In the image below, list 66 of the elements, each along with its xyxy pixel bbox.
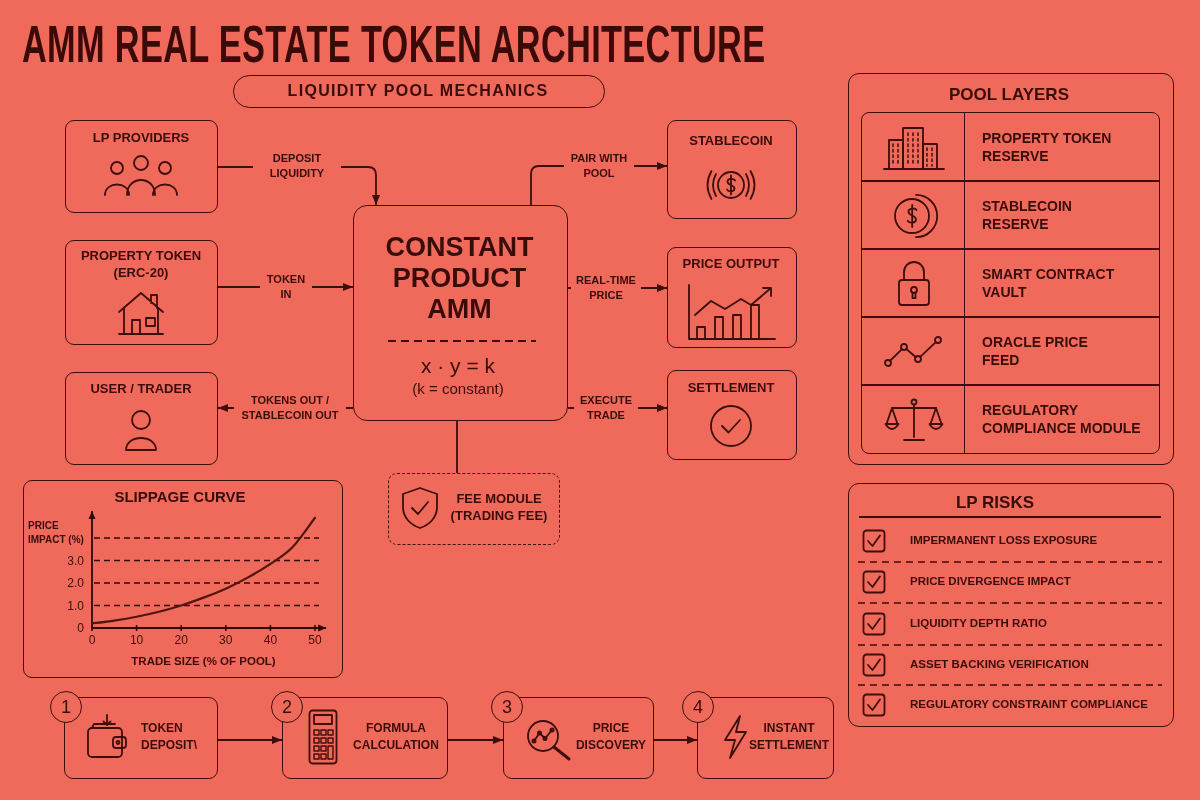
panel-title: POOL LAYERS bbox=[949, 84, 1069, 106]
layer-row bbox=[861, 248, 1160, 318]
edge-label: DEPOSIT LIQUIDITY bbox=[253, 151, 341, 181]
diagram-title: AMM REAL ESTATE TOKEN ARCHITECTURE bbox=[22, 14, 766, 74]
layer-label: REGULATORY COMPLIANCE MODULE bbox=[982, 400, 1142, 438]
tick-label: 30 bbox=[219, 633, 233, 647]
layer-label: PROPERTY TOKEN RESERVE bbox=[982, 128, 1113, 166]
risk-item: REGULATORY CONSTRAINT COMPLIANCE bbox=[910, 698, 1148, 712]
box-title: PRICE OUTPUT bbox=[682, 255, 780, 273]
risk-item: ASSET BACKING VERIFICATION bbox=[910, 658, 1089, 672]
tick-label: 1.0 bbox=[67, 598, 84, 613]
box-title: SETTLEMENT bbox=[687, 379, 775, 397]
tick-label: 10 bbox=[129, 633, 144, 647]
formula-text: x · y = k bbox=[420, 353, 496, 379]
step-label: INSTANT SETTLEMENT bbox=[748, 720, 830, 754]
arrow bbox=[447, 736, 504, 744]
section-subtitle: LIQUIDITY POOL MECHANICS bbox=[287, 81, 549, 101]
layer-label: SMART CONTRACT VAULT bbox=[982, 264, 1116, 302]
risk-item: IMPERMANENT LOSS EXPOSURE bbox=[910, 534, 1098, 548]
panel-title: LP RISKS bbox=[955, 492, 1035, 514]
box-title: CONSTANT PRODUCT AMM bbox=[384, 231, 535, 325]
layer-row bbox=[861, 384, 1160, 454]
connector-line bbox=[456, 420, 458, 474]
panel-title: SLIPPAGE CURVE bbox=[114, 488, 246, 506]
tick-label: 50 bbox=[308, 633, 322, 647]
axis-title: PRICE IMPACT (%) bbox=[28, 518, 85, 546]
box-title: PROPERTY TOKEN (ERC-20) bbox=[79, 248, 203, 282]
process-box bbox=[667, 247, 797, 348]
risk-item: LIQUIDITY DEPTH RATIO bbox=[910, 617, 1047, 631]
tick-label: 20 bbox=[174, 633, 188, 647]
dashed-box bbox=[388, 473, 560, 545]
layer-label: STABLECOIN RESERVE bbox=[982, 196, 1073, 234]
risk-item: PRICE DIVERGENCE IMPACT bbox=[910, 575, 1071, 589]
box-title: USER / TRADER bbox=[90, 380, 192, 398]
axis-title: TRADE SIZE (% OF POOL) bbox=[131, 655, 276, 667]
step-number: 1 bbox=[50, 691, 82, 723]
step-label: PRICE DISCOVERY bbox=[574, 720, 648, 754]
step-number: 3 bbox=[491, 691, 523, 723]
box-title: LP PROVIDERS bbox=[92, 129, 190, 147]
tick-label: 40 bbox=[263, 633, 278, 647]
box-title: FEE MODULE (TRADING FEE) bbox=[449, 491, 549, 525]
process-box bbox=[667, 120, 797, 219]
step-label: FORMULA CALCULATION bbox=[352, 720, 440, 754]
step-number: 2 bbox=[271, 691, 303, 723]
layers-panel bbox=[848, 73, 1174, 465]
process-box bbox=[353, 205, 568, 421]
process-box bbox=[667, 370, 797, 460]
risk-panel bbox=[848, 483, 1174, 727]
formula-note: (k = constant) bbox=[412, 380, 504, 398]
tick-label: 0 bbox=[88, 633, 96, 647]
layer-row bbox=[861, 112, 1160, 182]
process-box bbox=[65, 120, 218, 213]
arrow bbox=[653, 736, 698, 744]
layer-label: ORACLE PRICE FEED bbox=[982, 332, 1089, 370]
process-box bbox=[65, 240, 218, 345]
process-box bbox=[65, 372, 218, 465]
tick-label: 2.0 bbox=[67, 576, 84, 590]
step-number: 4 bbox=[682, 691, 714, 723]
step-label: TOKEN DEPOSIT\ bbox=[141, 720, 198, 754]
layer-row bbox=[861, 180, 1160, 250]
chart-panel bbox=[23, 480, 343, 678]
box-title: STABLECOIN bbox=[689, 132, 773, 150]
arrow bbox=[217, 736, 283, 744]
layer-row bbox=[861, 316, 1160, 386]
tick-label: 3.0 bbox=[67, 553, 84, 568]
tick-label: 0 bbox=[77, 621, 84, 635]
